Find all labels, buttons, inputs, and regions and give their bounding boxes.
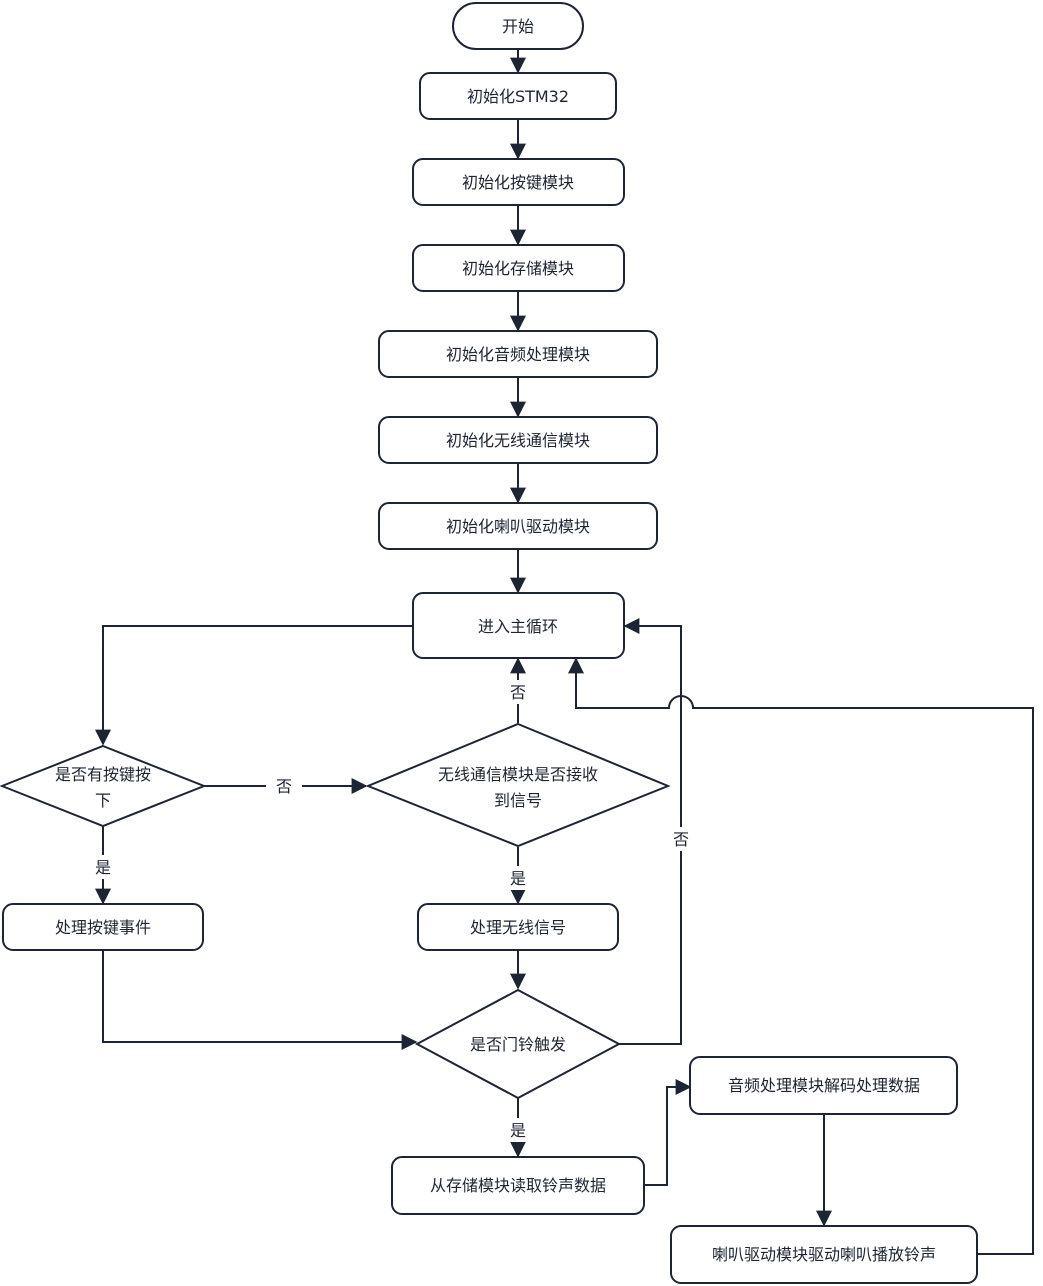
doorbell-yes-label-bg	[505, 1118, 531, 1142]
node-init-wireless	[378, 416, 658, 464]
node-key-pressed-label-line1: 是否有按键按	[55, 765, 151, 784]
edge-loop-to-key-decision	[95, 625, 413, 746]
node-init-storage	[412, 244, 625, 292]
node-handle-key-label: 处理按键事件	[55, 918, 151, 937]
node-init-wireless-label: 初始化无线通信模块	[446, 431, 590, 450]
node-speaker-play	[670, 1225, 978, 1284]
node-key-pressed-label-line2: 下	[95, 791, 111, 810]
node-handle-wireless-label: 处理无线信号	[470, 918, 566, 937]
node-speaker-play-label: 喇叭驱动模块驱动喇叭播放铃声	[712, 1245, 936, 1264]
nodes: 开始 初始化STM32 初始化按键模块 初始化存储模块 初始化音频处理模块 初始…	[0, 2, 978, 1284]
node-init-key-label: 初始化按键模块	[462, 173, 574, 192]
doorbell-no-label-bg	[668, 827, 694, 851]
edge-label-key-no: 否	[276, 777, 292, 796]
node-main-loop-label: 进入主循环	[478, 617, 558, 636]
node-key-pressed-decision	[0, 744, 207, 828]
node-read-ringtone-label: 从存储模块读取铃声数据	[430, 1176, 606, 1195]
node-init-storage-label: 初始化存储模块	[462, 259, 574, 278]
node-doorbell-decision	[414, 988, 622, 1100]
key-yes-label-bg	[90, 855, 116, 879]
node-start-label: 开始	[502, 17, 534, 36]
edge-handle-key-to-doorbell	[102, 950, 418, 1050]
node-wireless-recv-label-line1: 无线通信模块是否接收	[438, 765, 598, 784]
edge-read-to-decode	[644, 1079, 692, 1186]
node-audio-decode	[689, 1056, 958, 1115]
edge-play-to-loop	[568, 657, 1034, 1255]
wireless-yes-label-bg	[505, 866, 531, 890]
node-read-ringtone	[391, 1156, 645, 1215]
node-init-stm32-label: 初始化STM32	[467, 87, 569, 106]
node-wireless-recv-label-line2: 到信号	[494, 791, 542, 810]
edges	[95, 50, 1034, 1255]
node-handle-key	[2, 903, 204, 951]
node-init-key	[412, 158, 625, 206]
edge-label-key-yes: 是	[95, 858, 111, 877]
key-no-label-bg	[266, 775, 302, 797]
node-init-stm32	[419, 72, 617, 120]
node-init-speaker-label: 初始化喇叭驱动模块	[446, 517, 590, 536]
node-handle-wireless	[417, 903, 619, 951]
edge-label-doorbell-no: 否	[673, 830, 689, 849]
node-init-speaker	[378, 502, 658, 550]
node-init-audio	[378, 330, 658, 378]
edge-label-doorbell-yes: 是	[510, 1121, 526, 1140]
edge-labels: 否 是 否 是 否 是	[90, 680, 694, 1142]
wireless-no-label-bg	[505, 680, 531, 704]
node-start	[452, 2, 584, 50]
edge-label-wireless-no: 否	[510, 683, 526, 702]
node-main-loop	[412, 592, 625, 659]
edge-label-wireless-yes: 是	[510, 869, 526, 888]
node-audio-decode-label: 音频处理模块解码处理数据	[728, 1076, 920, 1095]
node-wireless-recv-decision	[365, 722, 671, 848]
node-init-audio-label: 初始化音频处理模块	[446, 345, 590, 364]
node-doorbell-label: 是否门铃触发	[470, 1035, 566, 1054]
